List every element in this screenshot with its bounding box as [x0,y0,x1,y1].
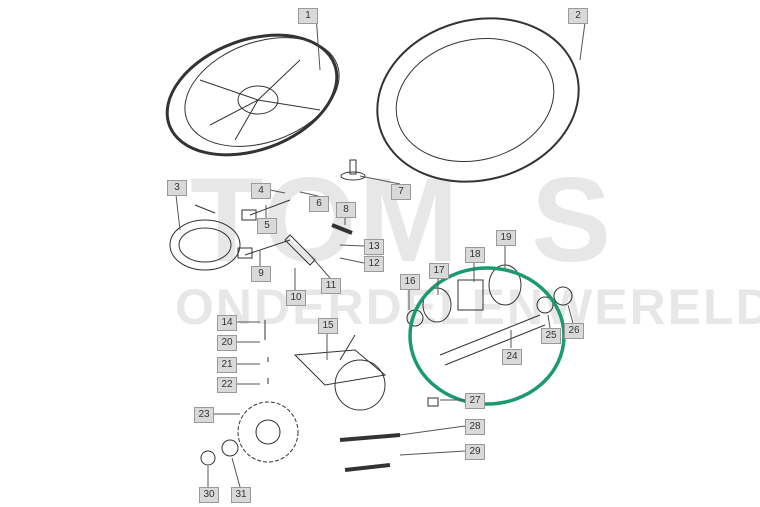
part-label-20: 20 [217,335,237,351]
washer [221,439,239,457]
chain-links [339,433,401,472]
part-label-27: 27 [465,393,485,409]
part-label-4: 4 [251,183,271,199]
brake-shoes [169,219,241,271]
bolt-27 [427,397,439,407]
part-label-11: 11 [321,278,341,294]
part-label-24: 24 [502,349,522,365]
part-label-13: 13 [364,239,384,255]
part-label-22: 22 [217,377,237,393]
spring [331,223,353,235]
tire [376,17,580,183]
part-label-5: 5 [257,218,277,234]
leader-lines [175,14,587,488]
part-label-2: 2 [568,8,588,24]
valve [340,159,366,181]
part-label-29: 29 [465,444,485,460]
part-label-8: 8 [336,202,356,218]
part-label-12: 12 [364,256,384,272]
nut [200,450,216,466]
part-label-19: 19 [496,230,516,246]
part-label-25: 25 [541,328,561,344]
part-label-14: 14 [217,315,237,331]
part-label-3: 3 [167,180,187,196]
pins [237,199,291,259]
rear-wheel-rim [165,33,340,157]
part-label-15: 15 [318,318,338,334]
part-label-26: 26 [564,323,584,339]
part-label-7: 7 [391,184,411,200]
part-label-16: 16 [400,274,420,290]
brake-lever [284,234,316,266]
sprocket-hub [255,419,281,445]
part-label-17: 17 [429,263,449,279]
sprocket [237,401,299,463]
watermark-sub: ONDERDELENWERELD [175,279,760,335]
part-label-23: 23 [194,407,214,423]
part-label-10: 10 [286,290,306,306]
part-label-18: 18 [465,247,485,263]
chain-tensioner [293,334,387,411]
part-label-1: 1 [298,8,318,24]
axle [439,314,546,366]
part-label-31: 31 [231,487,251,503]
part-label-28: 28 [465,419,485,435]
part-label-9: 9 [251,266,271,282]
part-label-30: 30 [199,487,219,503]
bolt [264,320,269,384]
part-label-6: 6 [309,196,329,212]
spring-small [194,204,216,214]
part-label-21: 21 [217,357,237,373]
